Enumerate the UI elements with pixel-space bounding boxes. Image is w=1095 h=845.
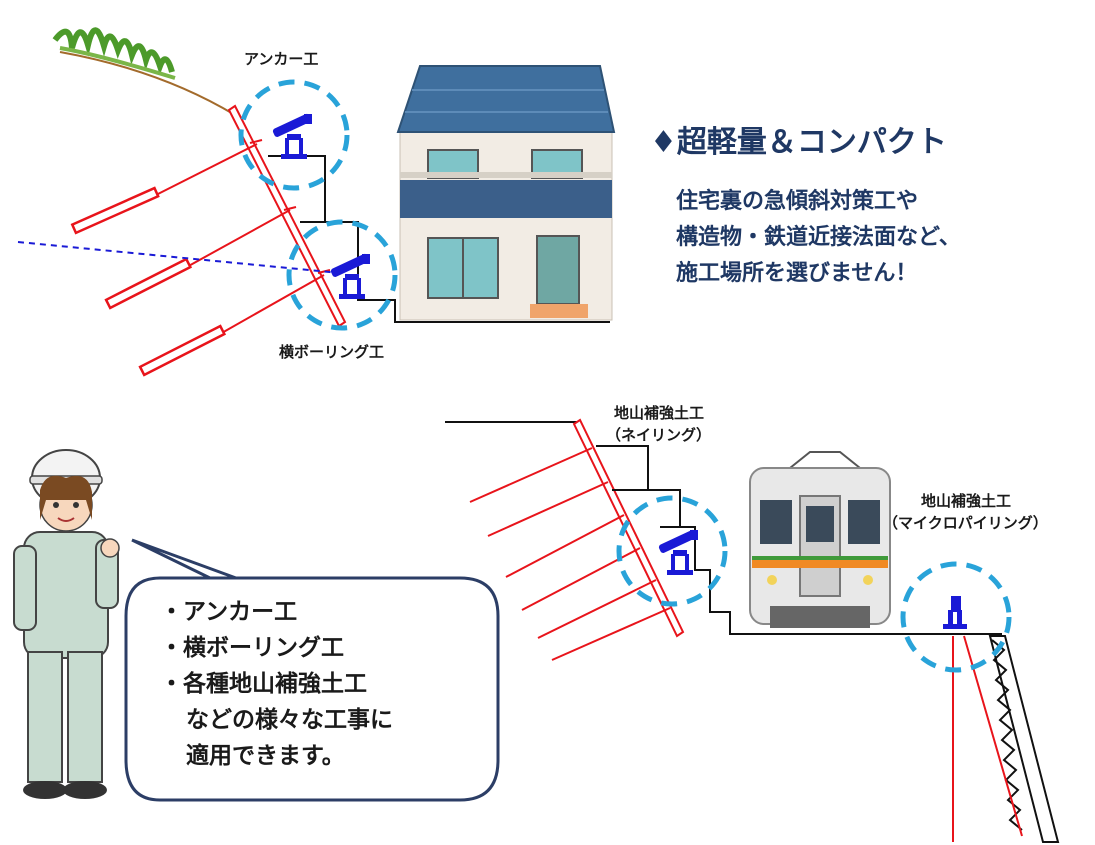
worker-icon	[13, 449, 120, 799]
bubble-line: などの様々な工事に	[186, 707, 393, 733]
description-line: 施工場所を選びません！	[676, 261, 918, 286]
drill-machine-icon	[657, 528, 699, 575]
description-line: 住宅裏の急傾斜対策工や	[676, 189, 919, 214]
bubble-line: 適用できます。	[186, 743, 345, 769]
grass-icon	[52, 27, 176, 80]
drill-machine-icon	[271, 112, 313, 159]
page-title: ♦超軽量＆コンパクト	[650, 125, 947, 160]
bubble-line: ・横ボーリング工	[160, 635, 344, 661]
speech-bubble	[124, 538, 500, 802]
train-icon	[749, 451, 891, 628]
micropile-scene	[900, 561, 1060, 843]
bubble-line: ・アンカー工	[160, 599, 298, 625]
top-slope-scene	[17, 27, 610, 377]
drill-machine-icon	[329, 252, 371, 299]
drill-machine-icon	[943, 596, 967, 629]
description-line: 構造物・鉄道近接法面など、	[676, 225, 961, 250]
bubble-text: ・アンカー工 ・横ボーリング工 ・各種地山補強土工 などの様々な工事に 適用でき…	[160, 594, 393, 774]
house-icon	[396, 65, 616, 321]
label-nailing-title: 地山補強土工	[614, 404, 705, 422]
label-micropile-sub: （マイクロパイリング）	[883, 514, 1048, 532]
bubble-line: ・各種地山補強土工	[160, 671, 367, 697]
label-nailing-sub: （ネイリング）	[606, 426, 712, 444]
label-micropile-title: 地山補強土工	[921, 492, 1012, 510]
label-horizontal-boring: 横ボーリング工	[279, 343, 385, 361]
label-anchor: アンカー工	[244, 50, 319, 68]
description: 住宅裏の急傾斜対策工や 構造物・鉄道近接法面など、 施工場所を選びません！	[676, 184, 961, 292]
nailing-scene	[445, 418, 905, 661]
